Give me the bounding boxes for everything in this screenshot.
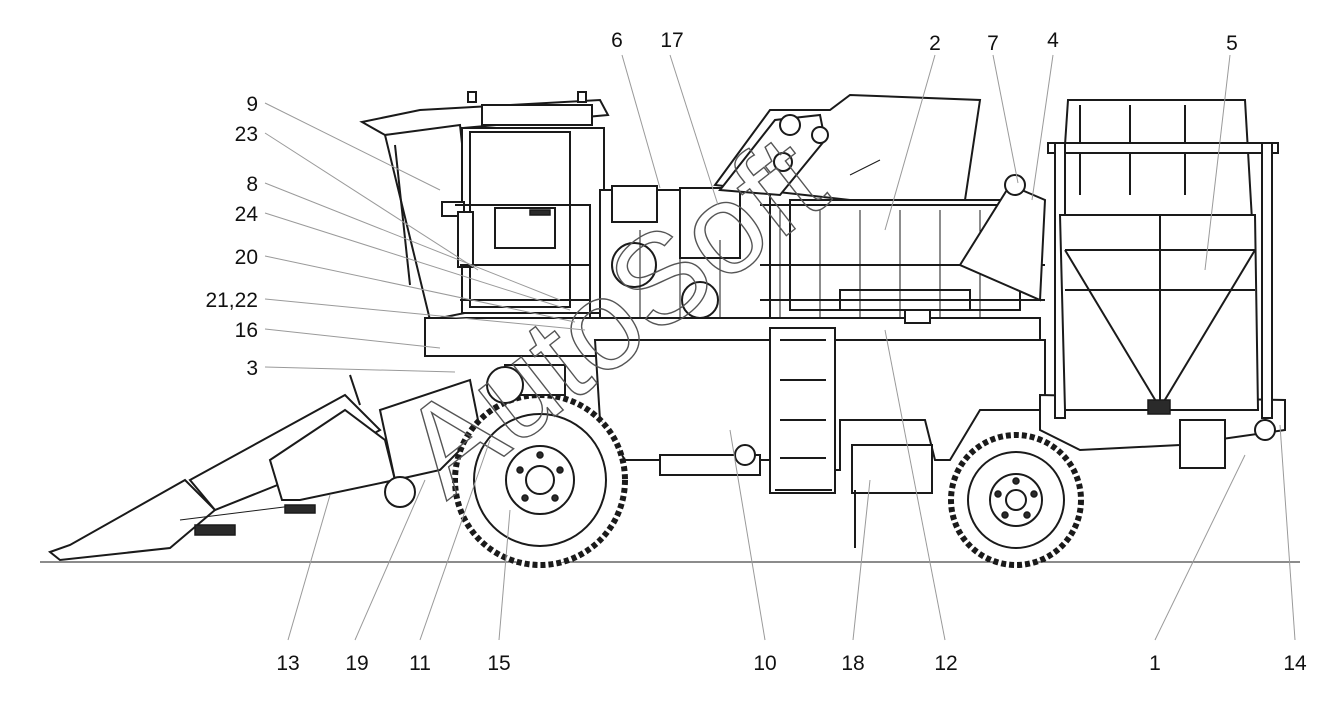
callout-16: 16 — [235, 319, 258, 342]
access-ladder — [769, 327, 836, 494]
hopper — [1047, 99, 1279, 419]
leader-lines — [264, 54, 1296, 641]
elevator-conveyor — [713, 93, 1047, 302]
callout-24: 24 — [235, 203, 259, 226]
callout-13: 13 — [276, 652, 299, 675]
callout-1: 1 — [1149, 652, 1161, 675]
rear-wheel — [948, 432, 1084, 568]
callout-20: 20 — [235, 246, 258, 269]
callout-15: 15 — [487, 652, 510, 675]
operator-cab — [359, 91, 610, 322]
callout-21-22: 21,22 — [205, 289, 258, 312]
callouts-bottom: 13 19 11 15 10 18 12 1 14 — [276, 652, 1307, 675]
callout-10: 10 — [753, 652, 776, 675]
callout-9: 9 — [246, 93, 258, 116]
header-assembly — [47, 374, 482, 562]
callout-5: 5 — [1226, 32, 1238, 55]
callout-6: 6 — [611, 29, 623, 52]
callouts-left: 9 23 8 24 20 21,22 16 3 — [205, 93, 258, 380]
callout-12: 12 — [934, 652, 957, 675]
callout-19: 19 — [345, 652, 368, 675]
callout-8: 8 — [246, 173, 258, 196]
callout-4: 4 — [1047, 29, 1059, 52]
callout-18: 18 — [841, 652, 864, 675]
callout-2: 2 — [929, 32, 941, 55]
callouts-top: 6 17 2 7 4 5 — [611, 29, 1238, 55]
callout-23: 23 — [235, 123, 258, 146]
callout-17: 17 — [660, 29, 683, 52]
callout-14: 14 — [1283, 652, 1307, 675]
front-wheel — [452, 392, 628, 568]
callout-11: 11 — [409, 652, 431, 675]
underside-drive — [486, 364, 761, 476]
callout-7: 7 — [987, 32, 999, 55]
callout-3: 3 — [246, 357, 258, 380]
